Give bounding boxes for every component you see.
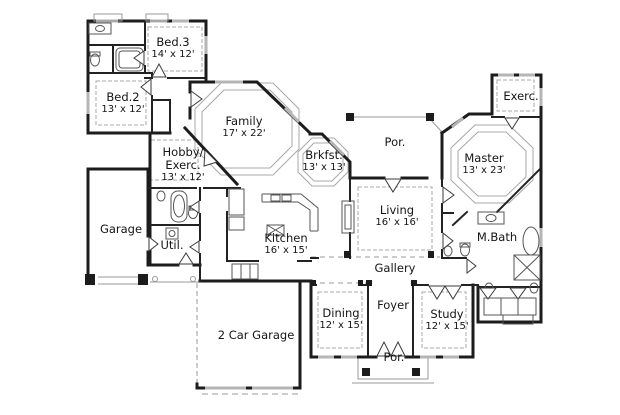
room-dims: 16' x 16'	[375, 216, 419, 228]
room-label-master: Master 13' x 23'	[462, 152, 505, 176]
room-name: Study	[430, 307, 464, 321]
room-label-living: Living 16' x 16'	[375, 204, 418, 228]
room-dims: 17' x 22'	[222, 127, 266, 139]
room-label-foyer: Foyer	[377, 299, 409, 312]
room-name: Garage	[99, 222, 143, 236]
room-dims: 13' x 13'	[302, 161, 346, 173]
room-name: Dining	[322, 306, 360, 320]
door-swings	[133, 50, 527, 357]
room-label-brkfst: Brkfst. 13' x 13'	[302, 149, 345, 173]
room-label-2-car-garage: 2 Car Garage	[218, 329, 295, 342]
room-dims: 16' x 15'	[264, 244, 308, 256]
room-name: Exerc.	[503, 89, 539, 103]
room-name: Bed.3	[156, 35, 190, 49]
room-label-dining: Dining 12' x 15'	[319, 307, 362, 331]
room-name: Por.	[383, 350, 405, 364]
room-name: Kitchen	[264, 231, 308, 245]
porch-and-site-lines	[98, 116, 443, 395]
room-label-hobby: Hobby/ Exerc. 13' x 12'	[161, 146, 204, 183]
room-name: Living	[379, 203, 415, 217]
room-label-mbath: M.Bath	[477, 231, 517, 244]
room-dims: 12' x 15'	[319, 319, 363, 331]
room-label-exerc: Exerc.	[503, 90, 538, 103]
room-name: Gallery	[374, 261, 416, 275]
room-label-util: Util.	[161, 239, 184, 252]
room-label-bed3: Bed.3 14' x 12'	[151, 36, 194, 60]
column-posts	[85, 13, 434, 376]
room-label-porch-top: Por.	[385, 136, 406, 149]
room-name: Hobby/	[162, 145, 204, 159]
room-name-line2: Exerc.	[165, 157, 201, 172]
room-label-porch-bottom: Por.	[384, 351, 405, 364]
tray-ceiling-lines	[95, 26, 535, 349]
room-name: Family	[225, 114, 263, 128]
room-dims: 14' x 12'	[151, 48, 195, 60]
room-name: Util.	[160, 238, 184, 252]
room-name: Por.	[384, 135, 406, 149]
room-dims: 13' x 12'	[101, 103, 145, 115]
room-name: Brkfst.	[305, 148, 343, 162]
room-name: Bed.2	[106, 90, 140, 104]
fixtures	[88, 22, 541, 325]
room-label-garage: Garage	[100, 223, 142, 236]
room-dims: 13' x 12'	[161, 171, 205, 183]
room-label-family: Family 17' x 22'	[222, 115, 265, 139]
room-name: M.Bath	[476, 230, 518, 244]
room-label-kitchen: Kitchen 16' x 15'	[264, 232, 307, 256]
room-name: Master	[464, 151, 504, 165]
room-dims: 12' x 15'	[425, 320, 469, 332]
room-name: Foyer	[377, 298, 409, 312]
room-name: 2 Car Garage	[217, 328, 295, 342]
room-label-gallery: Gallery	[375, 262, 416, 275]
room-label-study: Study 12' x 15'	[425, 308, 468, 332]
room-label-bed2: Bed.2 13' x 12'	[101, 91, 144, 115]
room-dims: 13' x 23'	[462, 164, 506, 176]
